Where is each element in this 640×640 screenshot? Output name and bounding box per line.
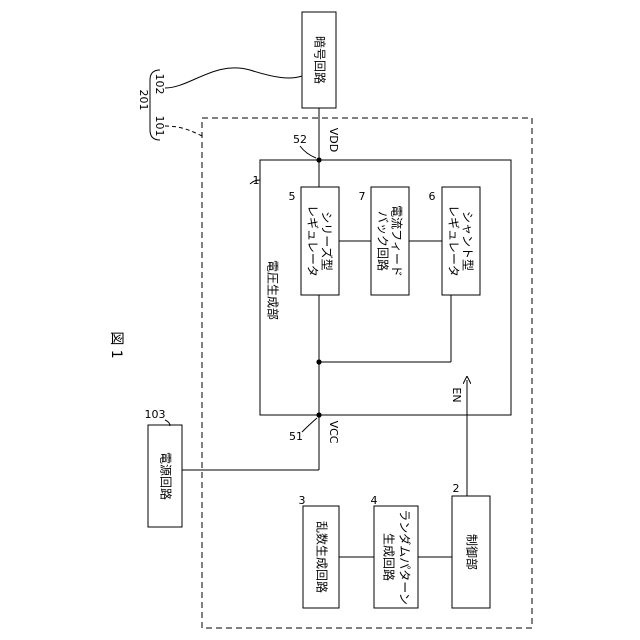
series-regulator-line2: レギュレータ	[306, 205, 320, 277]
wires	[182, 108, 467, 557]
voltage-generator-label: 電圧生成部	[266, 260, 281, 320]
ref-label-102: 102	[153, 74, 166, 95]
vcc-label: VCC	[327, 421, 340, 444]
ref-label-101: 101	[153, 116, 166, 137]
junction-vcc	[316, 412, 321, 417]
feedback-circuit-line2: バック回路	[376, 211, 391, 271]
ref-label-2: 2	[453, 482, 460, 495]
shunt-regulator-line1: シャント型	[461, 211, 475, 271]
ref-label-51: 51	[289, 430, 303, 443]
ref-label-52: 52	[293, 133, 307, 146]
ref-label-7: 7	[359, 190, 366, 203]
ref-label-4: 4	[371, 494, 378, 507]
ref-label-3: 3	[299, 494, 306, 507]
leader-101	[165, 126, 202, 136]
ref-label-6: 6	[429, 190, 436, 203]
power-circuit-label: 電源回路	[159, 452, 174, 500]
ref-label-5: 5	[289, 190, 296, 203]
junction-vdd	[316, 157, 321, 162]
leader-102	[165, 68, 302, 88]
random-pattern-line1: ランダムパターン	[398, 509, 413, 604]
crypto-circuit-label: 暗号回路	[313, 36, 328, 84]
feedback-circuit-line1: 電流フィード	[390, 205, 404, 277]
random-pattern-line2: 生成回路	[382, 533, 397, 581]
shunt-regulator-line2: レギュレータ	[447, 205, 461, 277]
vdd-label: VDD	[327, 128, 340, 152]
ref-label-103: 103	[145, 408, 166, 421]
en-label: EN	[450, 387, 463, 402]
junction-mid	[316, 359, 321, 364]
control-unit-label: 制御部	[465, 534, 480, 570]
random-number-label: 乱数生成回路	[315, 521, 330, 593]
series-regulator-line1: シリーズ型	[320, 211, 335, 270]
ref-label-201: 201	[137, 90, 150, 111]
figure-label: 図 1	[108, 331, 124, 358]
